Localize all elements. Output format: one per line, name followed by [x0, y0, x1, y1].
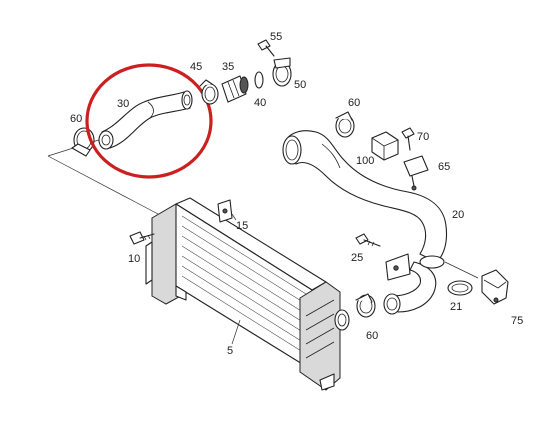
label-21: 21: [450, 301, 462, 313]
label-30: 30: [117, 98, 129, 110]
label-35: 35: [222, 61, 234, 73]
label-75: 75: [511, 315, 523, 327]
part-75-connector[interactable]: [481, 269, 509, 305]
label-50: 50: [294, 79, 306, 91]
part-30-charge-air-hose[interactable]: [98, 90, 193, 150]
intercooler-fins: [181, 215, 307, 355]
label-65: 65: [438, 161, 450, 173]
label-70: 70: [417, 131, 429, 143]
part-60-clamp-upper-right[interactable]: [335, 111, 355, 138]
label-60-left: 60: [70, 113, 82, 125]
part-21-seal-ring[interactable]: [447, 280, 473, 296]
label-10: 10: [128, 253, 140, 265]
part-55-bolt[interactable]: [257, 39, 275, 57]
label-100: 100: [356, 155, 374, 167]
part-35-connector[interactable]: [221, 75, 249, 103]
label-55: 55: [270, 31, 282, 43]
label-15: 15: [236, 220, 248, 232]
label-60-upper-right: 60: [348, 97, 360, 109]
label-45: 45: [190, 61, 202, 73]
part-100-sensor[interactable]: [371, 131, 399, 161]
label-25: 25: [351, 252, 363, 264]
part-5-intercooler[interactable]: [145, 197, 350, 391]
label-5: 5: [227, 345, 233, 357]
part-45-clamp[interactable]: [199, 79, 219, 105]
part-40-o-ring[interactable]: [254, 71, 264, 89]
part-20-charge-air-pipe[interactable]: [282, 130, 448, 315]
label-60-lower-right: 60: [366, 330, 378, 342]
part-15-bracket[interactable]: [217, 199, 233, 223]
part-70-screw[interactable]: [401, 127, 415, 151]
label-20: 20: [452, 209, 464, 221]
part-50-clamp[interactable]: [272, 57, 292, 87]
highlight-circle: [85, 63, 213, 179]
part-25-bolt[interactable]: [355, 233, 381, 247]
part-10-bolt[interactable]: [129, 231, 155, 245]
part-65-pressure-sensor[interactable]: [403, 155, 429, 191]
label-40: 40: [254, 97, 266, 109]
part-60-clamp-lower-right[interactable]: [355, 293, 376, 318]
